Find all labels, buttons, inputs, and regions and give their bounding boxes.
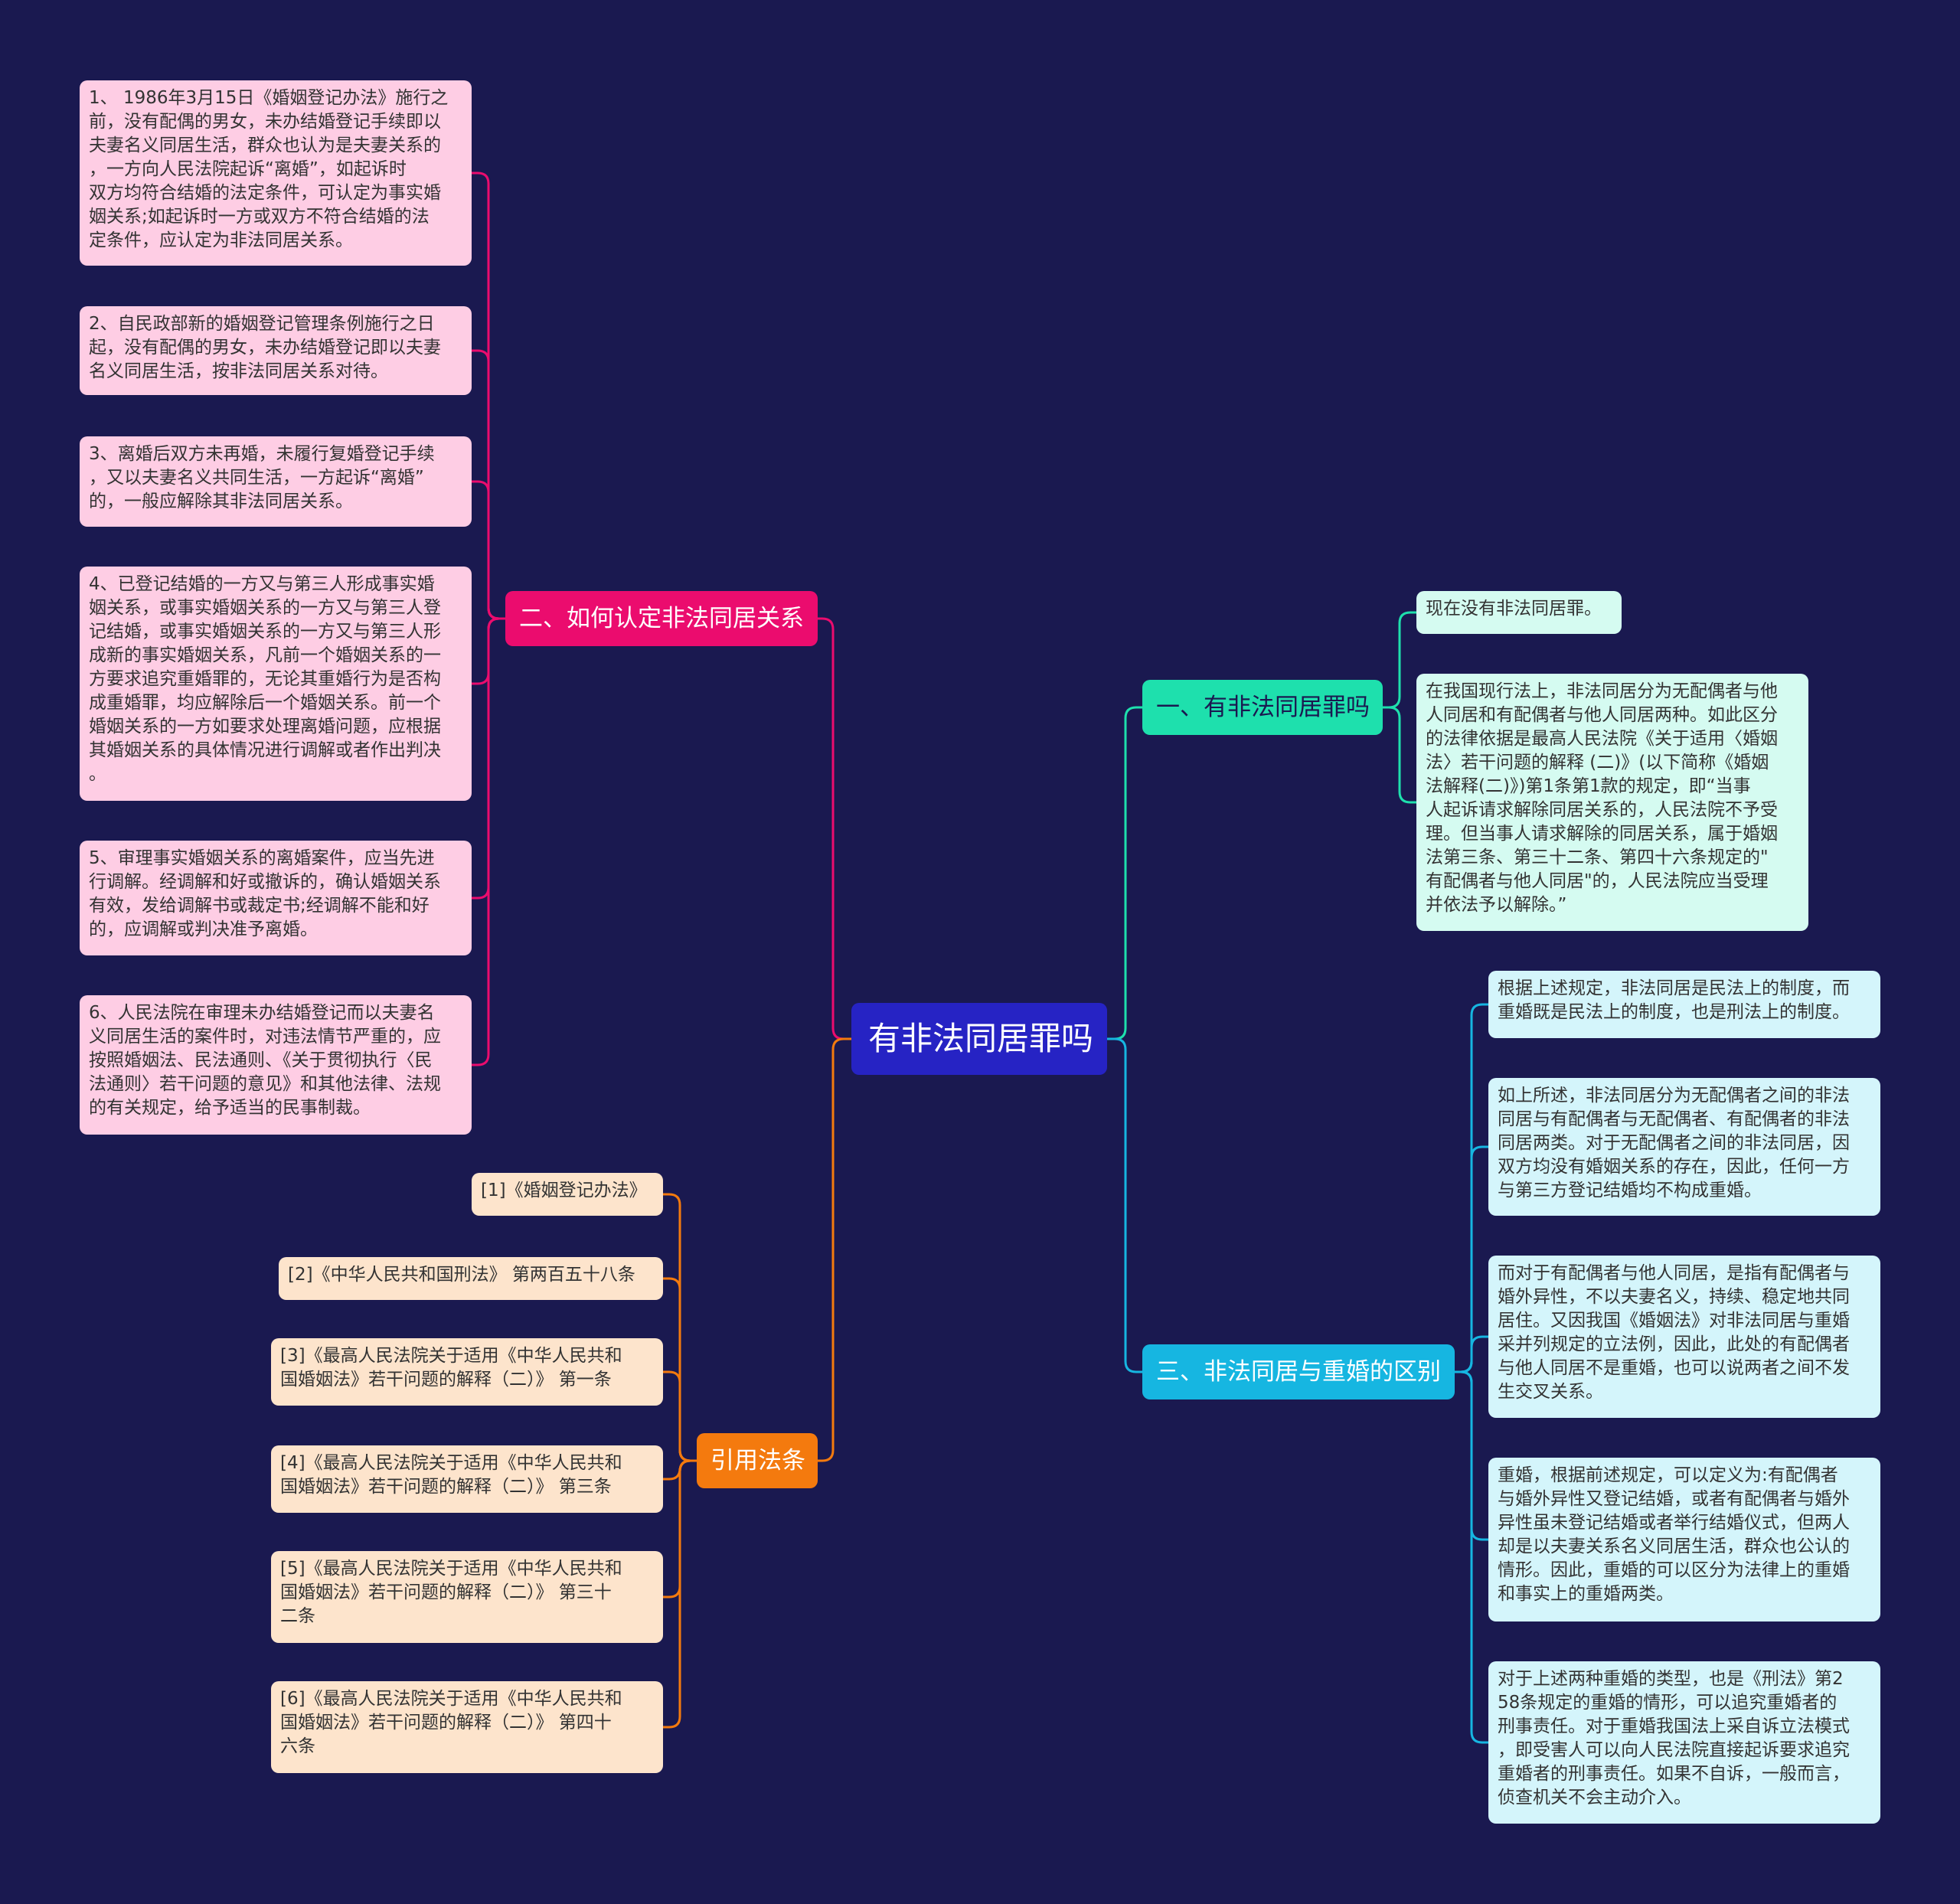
branch-how-to-identify[interactable]: 二、如何认定非法同居关系 (505, 591, 818, 646)
branch-cited-laws[interactable]: 引用法条 (697, 1433, 818, 1488)
leaf-difference-3[interactable]: 而对于有配偶者与他人同居，是指有配偶者与 婚外异性，不以夫妻名义，持续、稳定地共… (1488, 1256, 1880, 1418)
edge-b4-5 (663, 1459, 697, 1729)
edge-root-b1 (1107, 706, 1142, 1040)
edge-root-b2 (818, 617, 851, 1040)
edge-b1-1 (1383, 706, 1416, 804)
leaf-law-1[interactable]: [1]《婚姻登记办法》 (472, 1173, 663, 1216)
leaf-law-5[interactable]: [5]《最高人民法院关于适用《中华人民共和 国婚姻法》若干问题的解释（二）》 第… (271, 1551, 663, 1643)
leaf-identify-5[interactable]: 5、审理事实婚姻关系的离婚案件，应当先进 行调解。经调解和好或撤诉的，确认婚姻关… (80, 841, 472, 955)
leaf-difference-2[interactable]: 如上所述，非法同居分为无配偶者之间的非法 同居与有配偶者与无配偶者、有配偶者的非… (1488, 1078, 1880, 1216)
edge-root-b4 (818, 1037, 851, 1462)
branch-is-there-crime[interactable]: 一、有非法同居罪吗 (1142, 680, 1383, 735)
leaf-law-6[interactable]: [6]《最高人民法院关于适用《中华人民共和 国婚姻法》若干问题的解释（二）》 第… (271, 1681, 663, 1773)
leaf-law-2[interactable]: [2]《中华人民共和国刑法》 第两百五十八条 (279, 1257, 663, 1300)
leaf-identify-3[interactable]: 3、离婚后双方未再婚，未履行复婚登记手续 ，又以夫妻名义共同生活，一方起诉“离婚… (80, 436, 472, 527)
edge-b3-4 (1455, 1370, 1488, 1744)
edge-b2-2 (472, 480, 505, 620)
leaf-identify-4[interactable]: 4、已登记结婚的一方又与第三人形成事实婚 姻关系，或事实婚姻关系的一方又与第三人… (80, 567, 472, 801)
leaf-legal-basis[interactable]: 在我国现行法上，非法同居分为无配偶者与他 人同居和有配偶者与他人同居两种。如此区… (1416, 674, 1808, 931)
edge-b3-1 (1455, 1145, 1488, 1373)
edge-b3-2 (1455, 1335, 1488, 1373)
edge-root-b3 (1107, 1037, 1142, 1373)
leaf-difference-5[interactable]: 对于上述两种重婚的类型，也是《刑法》第2 58条规定的重婚的情形，可以追究重婚者… (1488, 1661, 1880, 1824)
edge-b2-5 (472, 617, 505, 1066)
leaf-identify-2[interactable]: 2、自民政部新的婚姻登记管理条例施行之日 起，没有配偶的男女，未办结婚登记即以夫… (80, 306, 472, 395)
leaf-law-3[interactable]: [3]《最高人民法院关于适用《中华人民共和 国婚姻法》若干问题的解释（二）》 第… (271, 1338, 663, 1406)
root-topic[interactable]: 有非法同居罪吗 (851, 1003, 1107, 1075)
leaf-difference-1[interactable]: 根据上述规定，非法同居是民法上的制度，而 重婚既是民法上的制度，也是刑法上的制度… (1488, 971, 1880, 1038)
leaf-law-4[interactable]: [4]《最高人民法院关于适用《中华人民共和 国婚姻法》若干问题的解释（二）》 第… (271, 1445, 663, 1513)
leaf-difference-4[interactable]: 重婚，根据前述规定，可以定义为:有配偶者 与婚外异性又登记结婚，或者有配偶者与婚… (1488, 1458, 1880, 1622)
leaf-no-crime[interactable]: 现在没有非法同居罪。 (1416, 591, 1622, 634)
leaf-identify-6[interactable]: 6、人民法院在审理未办结婚登记而以夫妻名 义同居生活的案件时，对违法情节严重的，… (80, 995, 472, 1135)
edge-b1-0 (1383, 611, 1416, 709)
edge-b4-2 (663, 1370, 697, 1462)
leaf-identify-1[interactable]: 1、 1986年3月15日《婚姻登记办法》施行之 前，没有配偶的男女，未办结婚登… (80, 80, 472, 266)
branch-difference[interactable]: 三、非法同居与重婚的区别 (1142, 1344, 1455, 1399)
